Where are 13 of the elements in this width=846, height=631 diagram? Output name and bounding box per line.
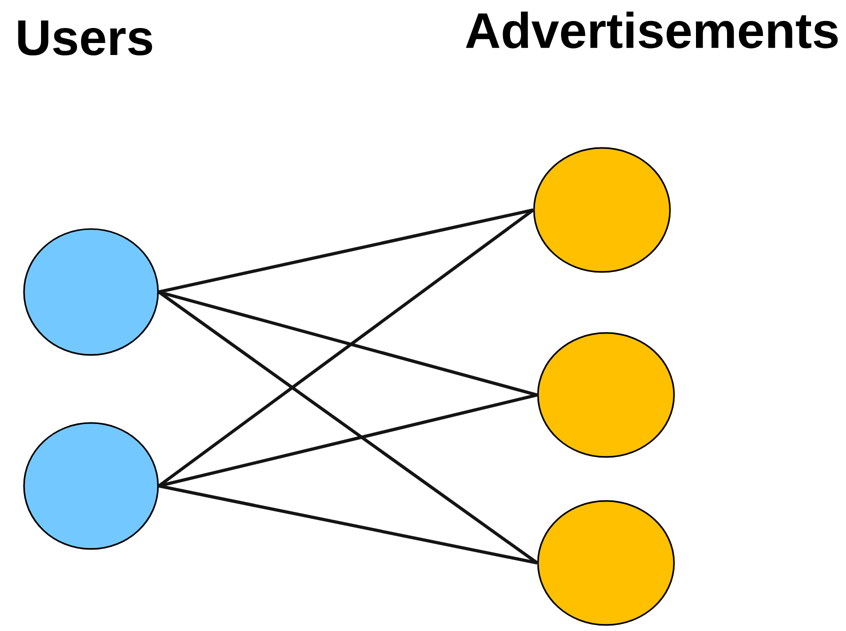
heading: Advertisements: [466, 12, 838, 48]
connector-line: [158, 208, 534, 294]
circle-node: [533, 147, 671, 273]
circle-node: [537, 500, 675, 626]
connector-line: [158, 393, 538, 488]
circle-node: [23, 228, 159, 356]
circle-node: [23, 422, 159, 550]
connector-line: [158, 290, 538, 397]
connector-line: [158, 290, 538, 564]
connector-line: [158, 208, 534, 488]
heading: Users: [18, 20, 152, 56]
connector-line: [158, 484, 538, 565]
circle-node: [537, 332, 675, 458]
